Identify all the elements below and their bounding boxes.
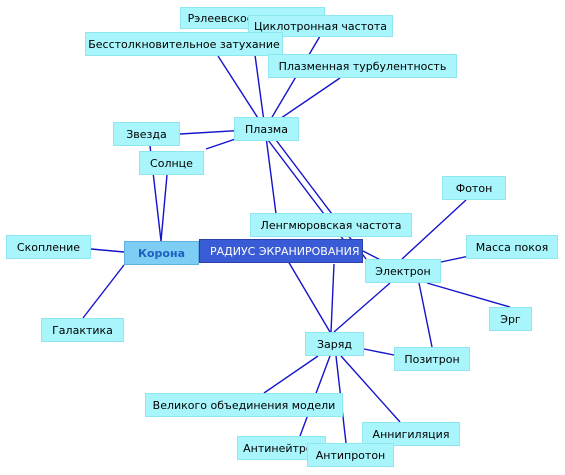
node-langmuir-frequency[interactable]: Ленгмюровская частота xyxy=(250,213,412,237)
edge-10 xyxy=(160,174,168,242)
edge-21 xyxy=(363,348,395,356)
node-star[interactable]: Звезда xyxy=(113,122,180,146)
edge-18 xyxy=(330,263,335,333)
node-galaxy[interactable]: Галактика xyxy=(41,318,124,342)
edge-17 xyxy=(418,282,433,348)
node-collisionless-damping[interactable]: Бесстолкновительное затухание xyxy=(85,32,283,56)
edge-22 xyxy=(340,355,401,423)
edge-19 xyxy=(287,260,331,333)
edge-20 xyxy=(333,282,391,333)
node-antiproton[interactable]: Антипротон xyxy=(307,443,394,467)
node-corona-root[interactable]: Корона xyxy=(124,241,199,265)
node-erg[interactable]: Эрг xyxy=(489,307,532,331)
node-electron[interactable]: Электрон xyxy=(365,259,441,283)
node-charge[interactable]: Заряд xyxy=(305,332,364,356)
node-screening-radius-center[interactable]: РАДИУС ЭКРАНИРОВАНИЯ xyxy=(199,239,363,263)
edge-25 xyxy=(263,355,319,394)
node-cyclotron-frequency[interactable]: Циклотронная частота xyxy=(248,15,393,37)
node-plasma-turbulence[interactable]: Плазменная турбулентность xyxy=(268,54,457,78)
node-annihilation[interactable]: Аннигиляция xyxy=(362,422,460,446)
node-grand-unification-models[interactable]: Великого объединения модели xyxy=(145,393,343,417)
edge-12 xyxy=(82,264,125,319)
edge-11 xyxy=(90,248,125,253)
edge-16 xyxy=(426,282,511,308)
edge-14 xyxy=(401,199,467,260)
node-plasma[interactable]: Плазма xyxy=(234,117,299,141)
node-sun[interactable]: Солнце xyxy=(139,151,204,175)
edge-0 xyxy=(217,55,266,130)
node-rest-mass[interactable]: Масса покоя xyxy=(466,235,558,259)
node-cluster[interactable]: Скопление xyxy=(6,235,91,259)
node-positron[interactable]: Позитрон xyxy=(394,347,470,371)
node-photon[interactable]: Фотон xyxy=(442,176,506,200)
